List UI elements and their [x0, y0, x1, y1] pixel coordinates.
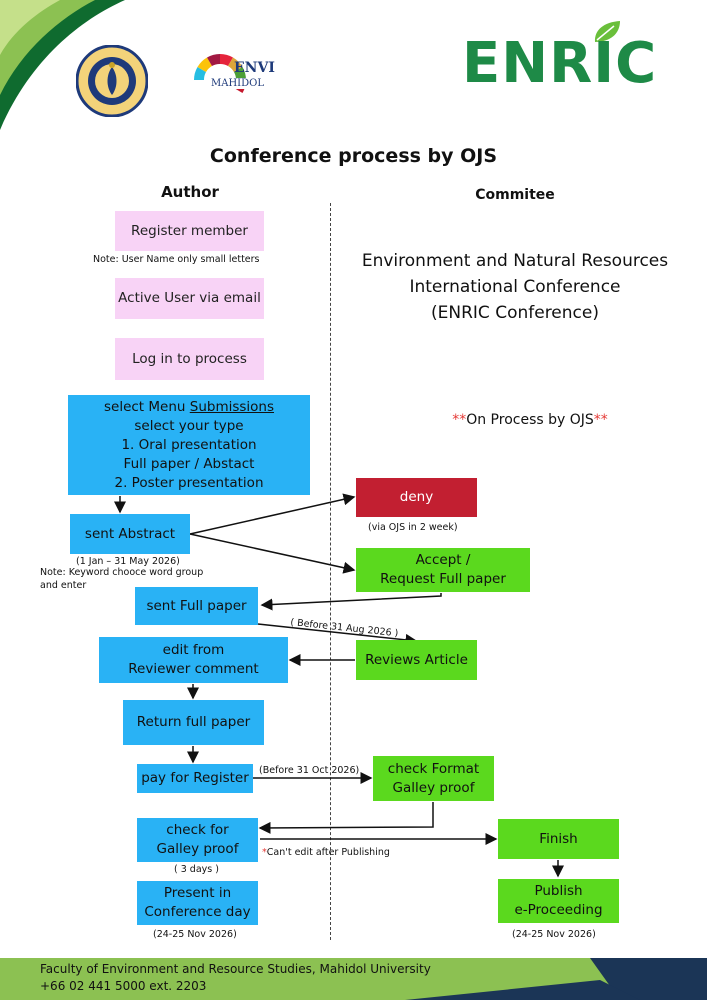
reviews-article-step: Reviews Article — [356, 640, 477, 680]
footer-faculty: Faculty of Environment and Resource Stud… — [40, 962, 431, 976]
mahidol-seal-logo — [75, 44, 149, 118]
deny-note: (via OJS in 2 week) — [368, 522, 458, 533]
before-aug-note: ( Before 31 Aug 2026 ) — [289, 617, 399, 640]
enric-wordmark: ENRIC — [462, 31, 658, 96]
username-note: Note: User Name only small letters — [93, 254, 260, 265]
keyword-note-line2: and enter — [40, 580, 87, 591]
return-full-paper-step: Return full paper — [123, 700, 264, 745]
corner-swoosh-decoration — [0, 0, 125, 130]
select-menu-step: select Menu Submissions select your type… — [68, 395, 310, 495]
present-conference-step: Present in Conference day — [137, 881, 258, 925]
keyword-note-line1: Note: Keyword chooce word group — [40, 567, 204, 578]
check-galley-proof-step: check for Galley proof — [137, 818, 258, 862]
finish-step: Finish — [498, 819, 619, 859]
register-member-step: Register member — [115, 211, 264, 251]
envi-mahidol-logo: ENVI MAHIDOL — [190, 50, 290, 110]
cant-edit-note: *Can't edit after Publishing — [262, 847, 390, 858]
enric-logo: ENRIC — [462, 18, 672, 98]
page-title: Conference process by OJS — [209, 145, 498, 167]
login-step: Log in to process — [115, 338, 264, 380]
footer-phone: +66 02 441 5000 ext. 2203 — [40, 979, 207, 993]
conference-name: Environment and Natural Resources Intern… — [361, 251, 669, 323]
three-days-note: ( 3 days ) — [174, 864, 219, 875]
column-divider — [330, 203, 331, 940]
activate-user-step: Active User via email — [115, 278, 264, 319]
publish-proceeding-step: Publish e-Proceeding — [498, 879, 619, 923]
deny-step: deny — [356, 478, 477, 517]
arrow-checkformat-to-galley — [258, 802, 434, 834]
before-oct-note: (Before 31 Oct 2026) — [259, 765, 360, 776]
leaf-icon — [594, 21, 620, 42]
footer-band — [0, 958, 707, 1000]
publish-dates: (24-25 Nov 2026) — [512, 929, 596, 940]
accept-request-step: Accept / Request Full paper — [356, 548, 530, 592]
sent-abstract-step: sent Abstract — [70, 514, 190, 554]
check-format-step: check Format Galley proof — [373, 756, 494, 801]
envi-wordmark: ENVI — [234, 60, 275, 76]
on-process-note: **On Process by OJS** — [452, 412, 608, 428]
author-column-header: Author — [161, 183, 219, 201]
edit-from-reviewer-step: edit from Reviewer comment — [99, 637, 288, 683]
mahidol-wordmark: MAHIDOL — [210, 78, 265, 89]
present-dates: (24-25 Nov 2026) — [153, 929, 237, 940]
pay-register-step: pay for Register — [137, 764, 253, 793]
submissions-link[interactable]: Submissions — [189, 398, 275, 415]
committee-column-header: Commitee — [475, 187, 555, 203]
sent-full-paper-step: sent Full paper — [135, 587, 258, 625]
arrow-accept-to-fullpaper — [260, 593, 442, 611]
abstract-dates: (1 Jan – 31 May 2026) — [76, 556, 180, 567]
